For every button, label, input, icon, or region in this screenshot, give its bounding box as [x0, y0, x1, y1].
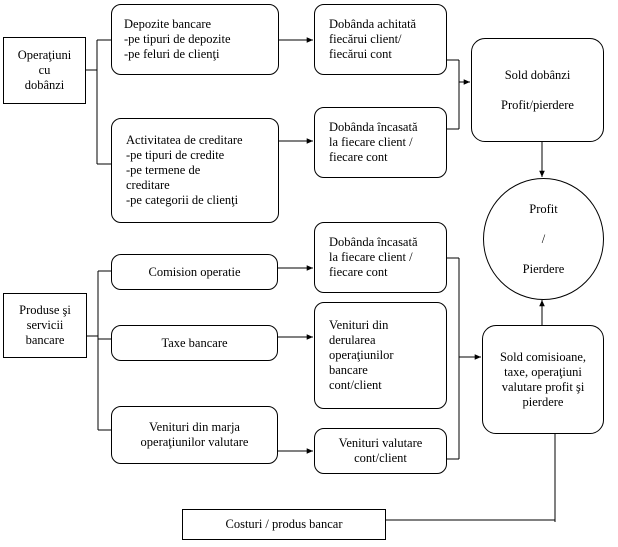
- node-text-line: cont/client: [329, 378, 382, 392]
- taxe-bancare-box: Taxe bancare: [111, 325, 278, 361]
- node-text-line: Venituri din: [329, 318, 389, 332]
- node-text-line: Venituri din marja: [149, 420, 240, 434]
- node-text-line: [542, 247, 545, 262]
- profit-pierdere-ellipse: Profit / Pierdere: [483, 178, 604, 300]
- node-text-line: Operaţiuni: [17, 48, 72, 62]
- node-text-line: valutare profit şi: [501, 379, 585, 394]
- node-text-line: Venituri valutare: [338, 436, 423, 450]
- node-text-line: -pe termene de: [126, 163, 201, 177]
- node-text-line: fiecare cont: [329, 265, 388, 279]
- node-text-line: Produse şi: [19, 303, 71, 317]
- node-text-line: Dobânda încasată: [329, 235, 418, 249]
- node-text-line: cont/client: [354, 451, 407, 465]
- node-text-line: Profit/pierdere: [501, 97, 574, 112]
- node-text-line: Costuri / produs bancar: [225, 517, 343, 531]
- node-text-line: cu: [38, 63, 51, 77]
- depozite-bancare-box: Depozite bancare-pe tipuri de depozite-p…: [111, 4, 279, 75]
- node-text-line: servicii: [26, 318, 64, 332]
- node-text-line: Depozite bancare: [124, 17, 212, 31]
- node-text-line: Sold dobânzi: [504, 67, 571, 82]
- node-text-line: operaţiunilor valutare: [140, 435, 249, 449]
- node-text-line: Sold comisioane,: [499, 349, 587, 364]
- costuri-produs-box: Costuri / produs bancar: [182, 509, 386, 540]
- node-text-line: operaţiunilor: [329, 348, 394, 362]
- node-text-line: Comision operatie: [148, 264, 241, 279]
- node-text-line: derularea: [329, 333, 376, 347]
- node-text-line: taxe, operaţiuni: [504, 364, 582, 379]
- node-text-line: -pe tipuri de depozite: [124, 32, 231, 46]
- node-text-line: fiecare cont: [329, 150, 388, 164]
- node-text-line: -pe categorii de clienţi: [126, 193, 239, 207]
- sold-dobanzi-box: Sold dobânzi Profit/pierdere: [471, 38, 604, 142]
- node-text-line: [536, 83, 539, 98]
- node-text-line: Profit: [529, 201, 558, 216]
- node-text-line: [542, 217, 545, 232]
- node-text-line: la fiecare client /: [329, 250, 413, 264]
- node-text-line: la fiecare client /: [329, 135, 413, 149]
- node-text-line: creditare: [126, 178, 170, 192]
- node-text-line: -pe feluri de clienţi: [124, 47, 220, 61]
- comision-operatie-box: Comision operatie: [111, 254, 278, 290]
- node-text-line: bancare: [25, 333, 65, 347]
- node-text-line: Dobânda achitată: [329, 17, 417, 31]
- node-text-line: Activitatea de creditare: [126, 133, 243, 147]
- node-text-line: Dobânda încasată: [329, 120, 418, 134]
- node-text-line: -pe tipuri de credite: [126, 148, 225, 162]
- node-text-line: Taxe bancare: [161, 335, 228, 350]
- node-text-line: fiecărui client/: [329, 32, 402, 46]
- node-text-line: bancare: [329, 363, 368, 377]
- node-text-line: fiecărui cont: [329, 47, 392, 61]
- node-text-line: dobânzi: [24, 78, 65, 92]
- node-text-line: pierdere: [522, 394, 564, 409]
- node-text-line: /: [541, 231, 546, 246]
- node-text-line: Pierdere: [522, 261, 565, 276]
- activitate-creditare-box: Activitatea de creditare-pe tipuri de cr…: [111, 118, 279, 223]
